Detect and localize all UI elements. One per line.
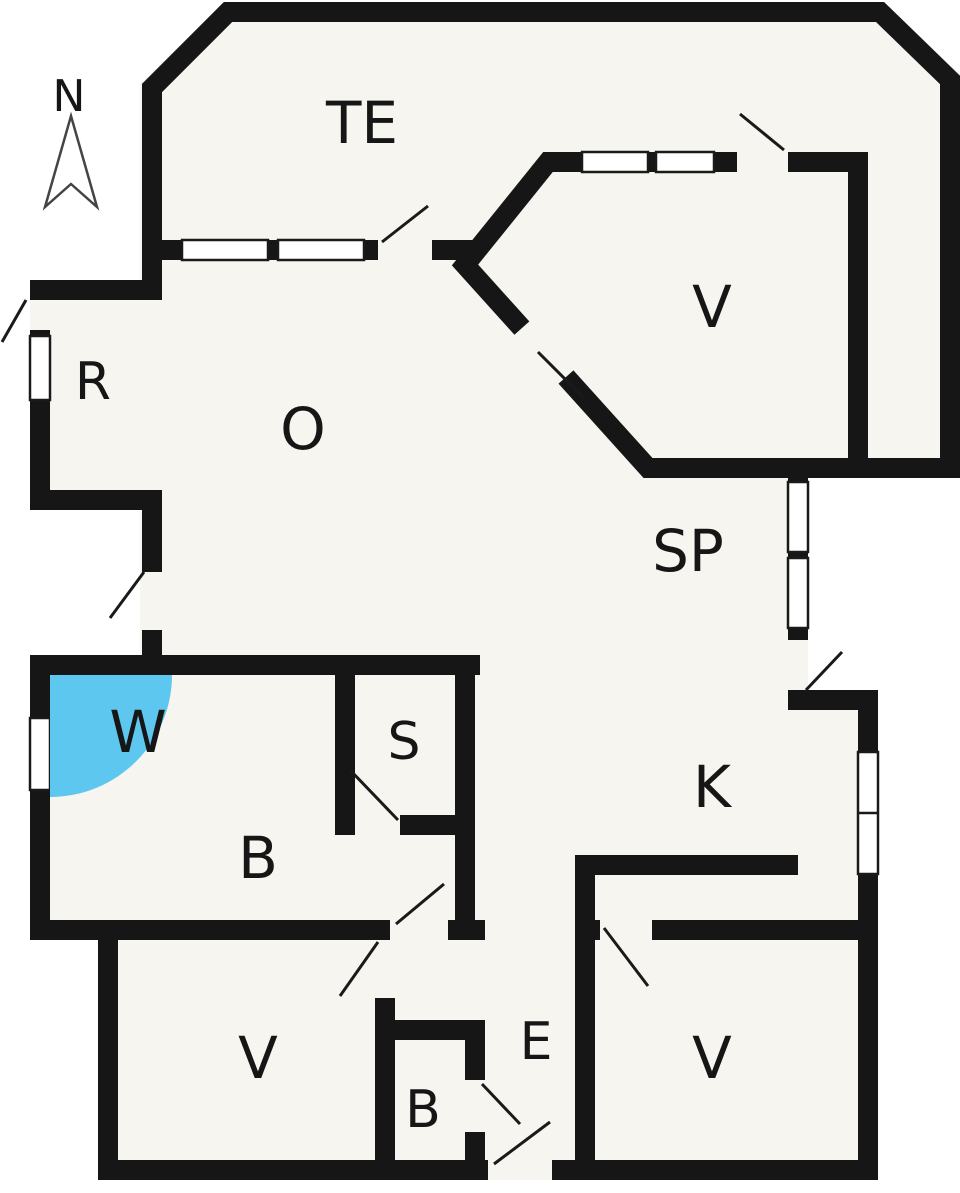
window [786,480,810,554]
window [28,334,52,402]
compass: N [42,71,100,211]
windows [28,150,880,876]
room-label-entrance-hall: E [520,1012,553,1072]
room-label-terrace: TE [325,89,398,157]
room-labels: TE V R O SP W S B K V E B V [75,89,733,1140]
floor-area [30,2,960,1180]
room-label-bedroom-se: V [692,1024,732,1092]
window [28,716,52,792]
door-swings [0,112,844,1166]
window [276,238,366,262]
window [180,238,270,262]
room-label-bath-small: B [405,1080,441,1140]
room-label-bedroom-ne: V [692,273,732,341]
compass-north-label: N [53,71,86,122]
door-openings [513,150,788,386]
window [580,150,650,174]
window [786,556,810,630]
window [654,150,716,174]
room-label-shower-corner: W [109,698,166,766]
room-label-storage-room: R [75,352,111,412]
north-arrow-icon [42,111,100,211]
room-label-bedroom-sw: V [238,1024,278,1092]
room-label-bathroom: B [238,824,278,892]
exterior-walls [142,1,960,478]
room-label-s-room: S [387,712,420,772]
room-label-dining-area: SP [652,517,724,585]
room-label-kitchen: K [693,753,733,821]
shower-quarter-circle [50,675,172,797]
room-label-living-room: O [280,395,326,463]
